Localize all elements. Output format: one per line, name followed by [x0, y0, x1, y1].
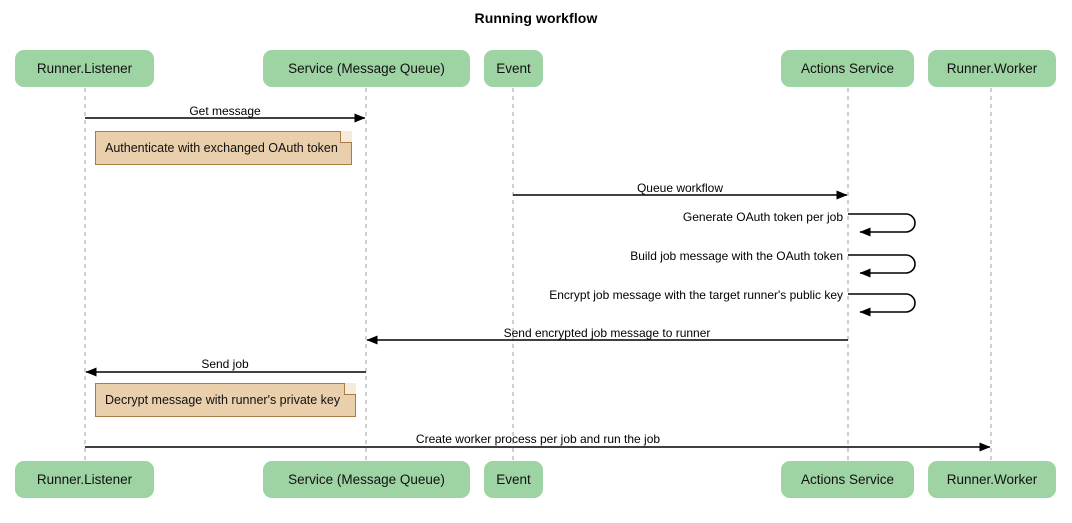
participant-label: Runner.Listener	[36, 472, 133, 487]
note-folded-corner-icon	[340, 131, 352, 143]
participant-label: Event	[496, 472, 531, 487]
participant-label: Actions Service	[800, 472, 895, 487]
message-get-message-label: Get message	[189, 104, 261, 118]
participant-bottom-event[interactable]: Event	[484, 461, 543, 498]
participant-label: Event	[496, 61, 531, 76]
participant-top-event[interactable]: Event	[484, 50, 543, 87]
message-create-worker-process-per-job-and-run-the-job-label: Create worker process per job and run th…	[415, 432, 661, 446]
note-label: Decrypt message with runner's private ke…	[105, 393, 341, 407]
message-send-encrypted-job-message-to-runner-label: Send encrypted job message to runner	[503, 326, 711, 340]
participant-bottom-runner-listener[interactable]: Runner.Listener	[15, 461, 154, 498]
message-generate-oauth-token-per-job-self-loop	[848, 213, 916, 237]
message-encrypt-job-message-with-the-target-runner-s-public-key-label: Encrypt job message with the target runn…	[549, 288, 843, 302]
message-build-job-message-with-the-oauth-token-label: Build job message with the OAuth token	[630, 249, 843, 263]
participant-label: Runner.Listener	[36, 61, 133, 76]
note-authenticate-with-exchanged-oauth-token: Authenticate with exchanged OAuth token	[95, 131, 352, 165]
participant-label: Actions Service	[800, 61, 895, 76]
participant-label: Service (Message Queue)	[288, 61, 445, 76]
note-decrypt-message-with-runner-s-private-key: Decrypt message with runner's private ke…	[95, 383, 356, 417]
message-queue-workflow-label: Queue workflow	[636, 181, 724, 195]
participant-label: Service (Message Queue)	[288, 472, 445, 487]
message-generate-oauth-token-per-job-label: Generate OAuth token per job	[682, 210, 843, 224]
participant-top-actions-service[interactable]: Actions Service	[781, 50, 914, 87]
participant-top-runner-listener[interactable]: Runner.Listener	[15, 50, 154, 87]
participant-top-runner-worker[interactable]: Runner.Worker	[928, 50, 1056, 87]
message-send-job-label: Send job	[201, 357, 249, 371]
message-encrypt-job-message-with-the-target-runner-s-public-key-self-loop	[848, 293, 916, 317]
participant-bottom-actions-service[interactable]: Actions Service	[781, 461, 914, 498]
note-folded-corner-icon	[344, 383, 356, 395]
participant-top-service-message-queue[interactable]: Service (Message Queue)	[263, 50, 470, 87]
participant-label: Runner.Worker	[946, 61, 1038, 76]
participant-bottom-service-message-queue[interactable]: Service (Message Queue)	[263, 461, 470, 498]
participant-label: Runner.Worker	[946, 472, 1038, 487]
note-label: Authenticate with exchanged OAuth token	[105, 141, 338, 155]
participant-bottom-runner-worker[interactable]: Runner.Worker	[928, 461, 1056, 498]
page-title: Running workflow	[474, 10, 598, 26]
message-build-job-message-with-the-oauth-token-self-loop	[848, 254, 916, 278]
